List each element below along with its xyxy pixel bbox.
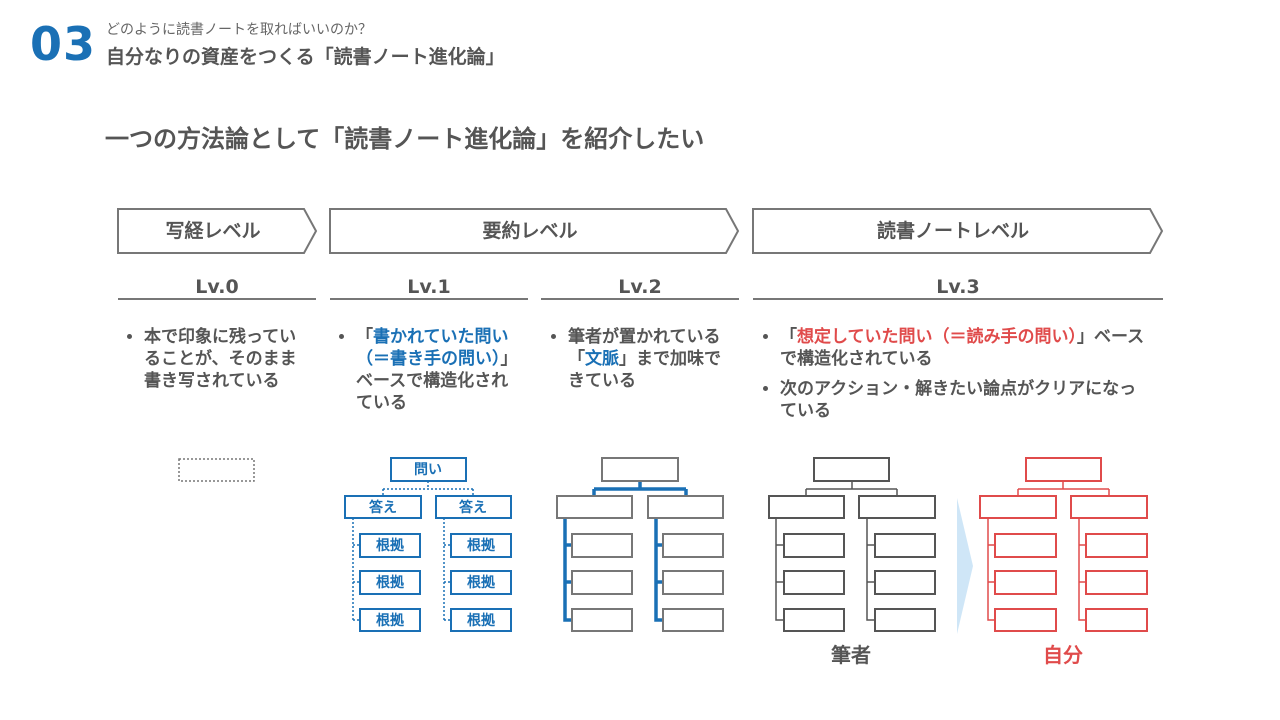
section-question: どのように読書ノートを取ればいいのか？ bbox=[106, 22, 372, 38]
lv3-highlight: 想定していた問い（＝読み手の問い） bbox=[797, 327, 1077, 347]
lv2-bullet: 筆者が置かれている「文脈」まで加味できている bbox=[568, 326, 732, 392]
lv1-question-label: 問い bbox=[414, 462, 442, 478]
level-label-3: Lv.3 bbox=[936, 276, 980, 298]
lv0-empty-box bbox=[178, 458, 255, 482]
lv2-post: 」まで加味できている bbox=[568, 349, 721, 391]
chevron-readingnote bbox=[752, 208, 1164, 254]
phase-label-readingnote: 読書ノートレベル bbox=[876, 220, 1029, 242]
lv1-post: 」ベースで構造化されている bbox=[356, 349, 518, 413]
lv1-answer-label-1: 答え bbox=[369, 499, 397, 516]
lv1-evidence-label: 根拠 bbox=[376, 537, 405, 554]
lv1-evidence-label: 根拠 bbox=[376, 612, 405, 629]
level-label-2: Lv.2 bbox=[618, 276, 662, 298]
caption-author: 筆者 bbox=[831, 643, 871, 667]
lv1-evidence-label: 根拠 bbox=[467, 537, 496, 554]
description-lv0: 本で印象に残っていることが、そのまま書き写されている bbox=[128, 326, 304, 400]
lv3-pre: 「 bbox=[780, 327, 797, 347]
level-divider-2 bbox=[541, 298, 739, 300]
description-lv2: 筆者が置かれている「文脈」まで加味できている bbox=[552, 326, 732, 400]
level-divider-0 bbox=[118, 298, 316, 300]
section-title: 自分なりの資産をつくる「読書ノート進化論」 bbox=[106, 46, 505, 68]
lv3-bullet-2: 次のアクション・解きたい論点がクリアになっている bbox=[780, 378, 1149, 422]
level-label-0: Lv.0 bbox=[195, 276, 239, 298]
description-lv3: 「想定していた問い（＝読み手の問い）」ベースで構造化されている 次のアクション・… bbox=[764, 326, 1149, 430]
phase-label-summary: 要約レベル bbox=[482, 220, 578, 242]
lv2-tree bbox=[556, 457, 724, 632]
lv1-highlight: 書かれていた問い（＝書き手の問い） bbox=[356, 327, 509, 369]
section-number: 03 bbox=[30, 17, 97, 71]
lv1-evidence-label: 根拠 bbox=[376, 574, 405, 591]
lv3-post: 」ベースで構造化されている bbox=[780, 327, 1145, 369]
chevron-shakyo bbox=[117, 208, 318, 254]
lv1-tree bbox=[344, 457, 512, 632]
transition-arrow bbox=[957, 498, 973, 634]
lv0-bullet: 本で印象に残っていることが、そのまま書き写されている bbox=[144, 326, 304, 392]
caption-self: 自分 bbox=[1043, 643, 1083, 667]
level-divider-3 bbox=[753, 298, 1163, 300]
level-divider-1 bbox=[330, 298, 528, 300]
lv1-pre: 「 bbox=[356, 327, 373, 347]
lv2-pre: 筆者が置かれている「 bbox=[568, 327, 721, 369]
lv3-self-tree bbox=[979, 457, 1148, 632]
level-label-1: Lv.1 bbox=[407, 276, 451, 298]
chevron-summary bbox=[329, 208, 740, 254]
lv1-evidence-label: 根拠 bbox=[467, 612, 496, 629]
lv1-answer-label-2: 答え bbox=[459, 499, 487, 516]
description-lv1: 「書かれていた問い（＝書き手の問い）」ベースで構造化されている bbox=[340, 326, 520, 422]
lv2-highlight: 文脈 bbox=[585, 349, 619, 369]
slide-headline: 一つの方法論として「読書ノート進化論」を紹介したい bbox=[105, 125, 705, 153]
lv1-evidence-label: 根拠 bbox=[467, 574, 496, 591]
lv3-author-tree bbox=[768, 457, 936, 632]
lv1-bullet: 「書かれていた問い（＝書き手の問い）」ベースで構造化されている bbox=[356, 326, 520, 414]
phase-label-shakyo: 写経レベル bbox=[165, 220, 261, 242]
lv3-bullet-1: 「想定していた問い（＝読み手の問い）」ベースで構造化されている bbox=[780, 326, 1149, 370]
